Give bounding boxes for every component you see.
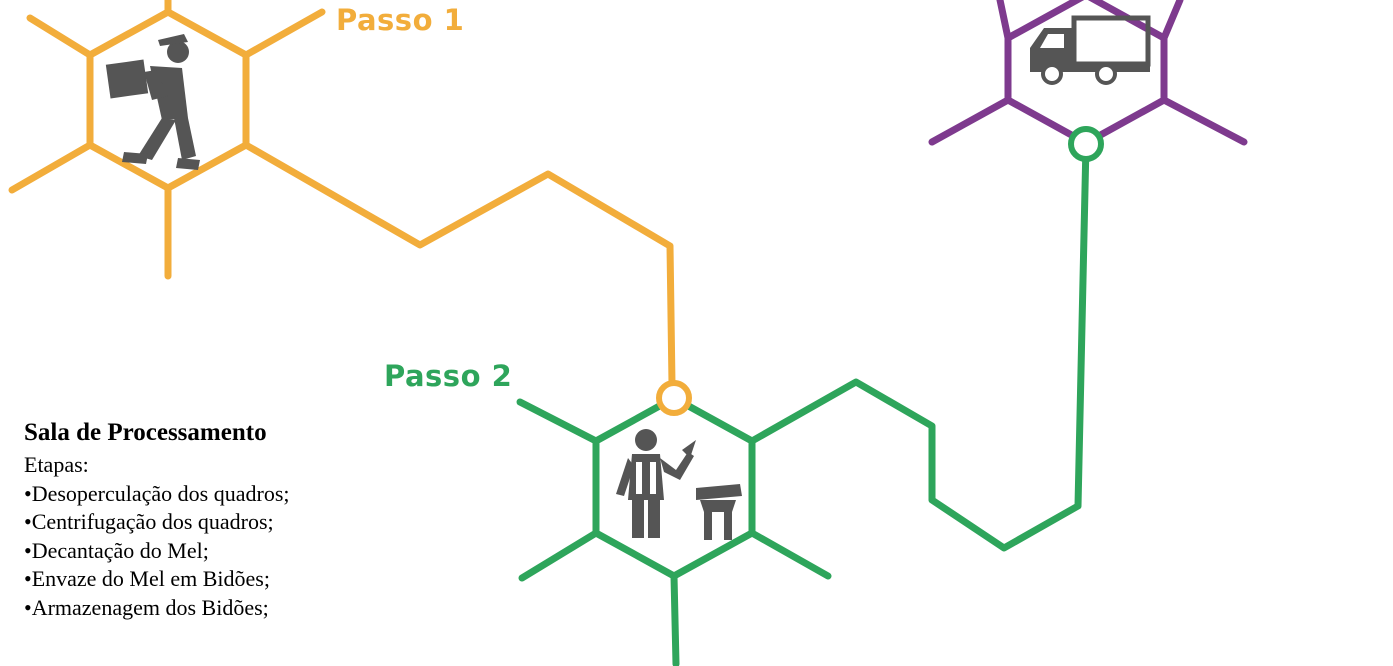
step1-label: Passo 1 [336, 3, 465, 37]
truck-icon [1030, 15, 1151, 85]
step2-label: Passo 2 [384, 359, 513, 393]
list-item: Centrifugação dos quadros; [24, 508, 290, 537]
step2-junction-circle [656, 380, 692, 416]
step3-spoke-right [1160, 96, 1248, 146]
list-item: Envaze do Mel em Bidões; [24, 565, 290, 594]
processing-room-info: Sala de Processamento Etapas: Desopercul… [24, 418, 290, 622]
list-item: Decantação do Mel; [24, 537, 290, 566]
info-title: Sala de Processamento [24, 419, 267, 446]
list-item: Armazenagem dos Bidões; [24, 594, 290, 623]
step3-spoke-left [928, 96, 1012, 146]
info-step-list: Desoperculação dos quadros; Centrifugaçã… [24, 480, 290, 623]
step2-spoke-bottom-left [518, 529, 600, 582]
step1-spoke-left [8, 141, 94, 194]
step2-icon-cutouts [636, 462, 656, 494]
step2-spoke-bottom [670, 572, 680, 666]
carrying-box-worker-icon [105, 34, 200, 170]
extractor-worker-icon [616, 429, 742, 540]
list-item: Desoperculação dos quadros; [24, 480, 290, 509]
step3-spoke-top-left [996, 0, 1012, 42]
step2-spoke-top-left [516, 398, 600, 445]
step3-spoke-top-right [1160, 0, 1184, 42]
info-subtitle: Etapas: [24, 452, 89, 477]
step3-junction-circle [1068, 126, 1104, 162]
step1-spoke-top-left [26, 14, 94, 59]
step1-spoke-top-right [242, 8, 326, 59]
step2-node [516, 140, 1090, 666]
step2-connector-path [748, 140, 1090, 552]
step2-spoke-bottom-right [748, 529, 832, 580]
step1-connector-path [242, 141, 676, 388]
step1-node [8, 0, 676, 388]
